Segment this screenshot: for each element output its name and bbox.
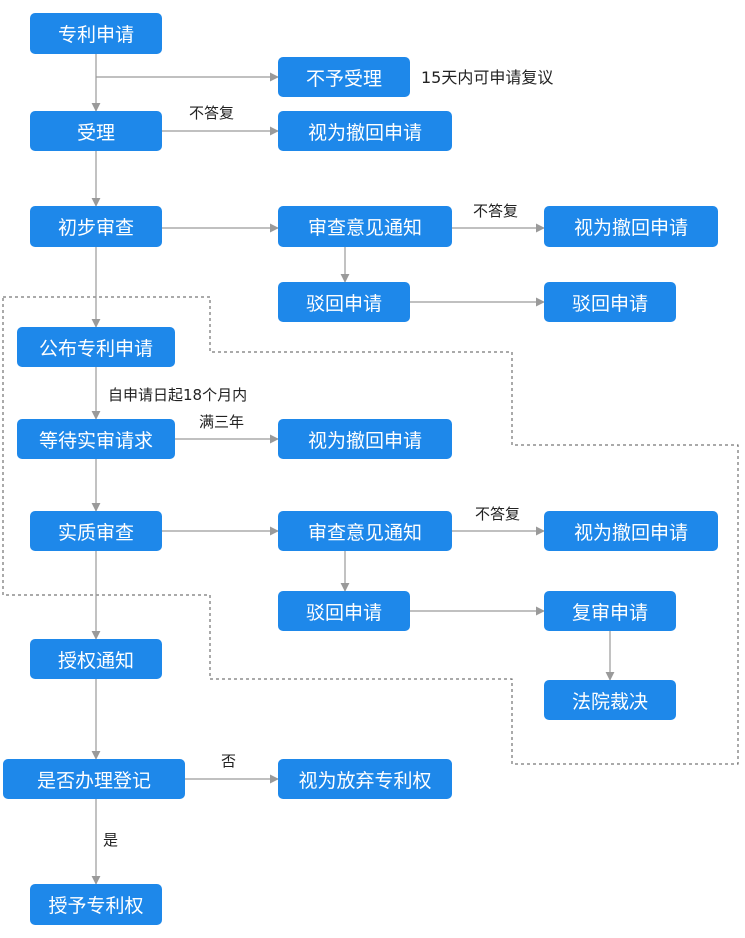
node-withdraw-4: 视为撤回申请 — [544, 511, 718, 551]
dashed-region-outline — [2, 296, 739, 765]
node-withdraw-1: 视为撤回申请 — [278, 111, 452, 151]
node-withdraw-2: 视为撤回申请 — [544, 206, 718, 247]
node-preliminary-exam: 初步审查 — [30, 206, 162, 247]
node-reject-2: 驳回申请 — [278, 591, 410, 631]
node-grant-patent: 授予专利权 — [30, 884, 162, 925]
label-three-years: 满三年 — [199, 413, 245, 431]
label-yes: 是 — [103, 831, 119, 849]
label-reconsider-note: 15天内可申请复议 — [421, 68, 554, 87]
label-no-reply-1: 不答复 — [189, 104, 235, 122]
node-reject-acceptance: 不予受理 — [278, 57, 410, 97]
node-accept: 受理 — [30, 111, 162, 151]
node-wait-request: 等待实审请求 — [17, 419, 175, 459]
node-reexamination: 复审申请 — [544, 591, 676, 631]
node-reject-1: 驳回申请 — [278, 282, 410, 322]
node-substantive-exam: 实质审查 — [30, 511, 162, 551]
node-reject-1b: 驳回申请 — [544, 282, 676, 322]
node-withdraw-3: 视为撤回申请 — [278, 419, 452, 459]
label-no: 否 — [221, 752, 237, 770]
node-grant-notice: 授权通知 — [30, 639, 162, 679]
node-exam-opinion-2: 审查意见通知 — [278, 511, 452, 551]
node-register-question: 是否办理登记 — [3, 759, 185, 799]
node-court-ruling: 法院裁决 — [544, 680, 676, 720]
node-exam-opinion-1: 审查意见通知 — [278, 206, 452, 247]
label-no-reply-3: 不答复 — [475, 505, 521, 523]
node-abandon: 视为放弃专利权 — [278, 759, 452, 799]
node-publish: 公布专利申请 — [17, 327, 175, 367]
label-no-reply-2: 不答复 — [473, 202, 519, 220]
label-within-18-months: 自申请日起18个月内 — [108, 386, 248, 404]
node-patent-application: 专利申请 — [30, 13, 162, 54]
